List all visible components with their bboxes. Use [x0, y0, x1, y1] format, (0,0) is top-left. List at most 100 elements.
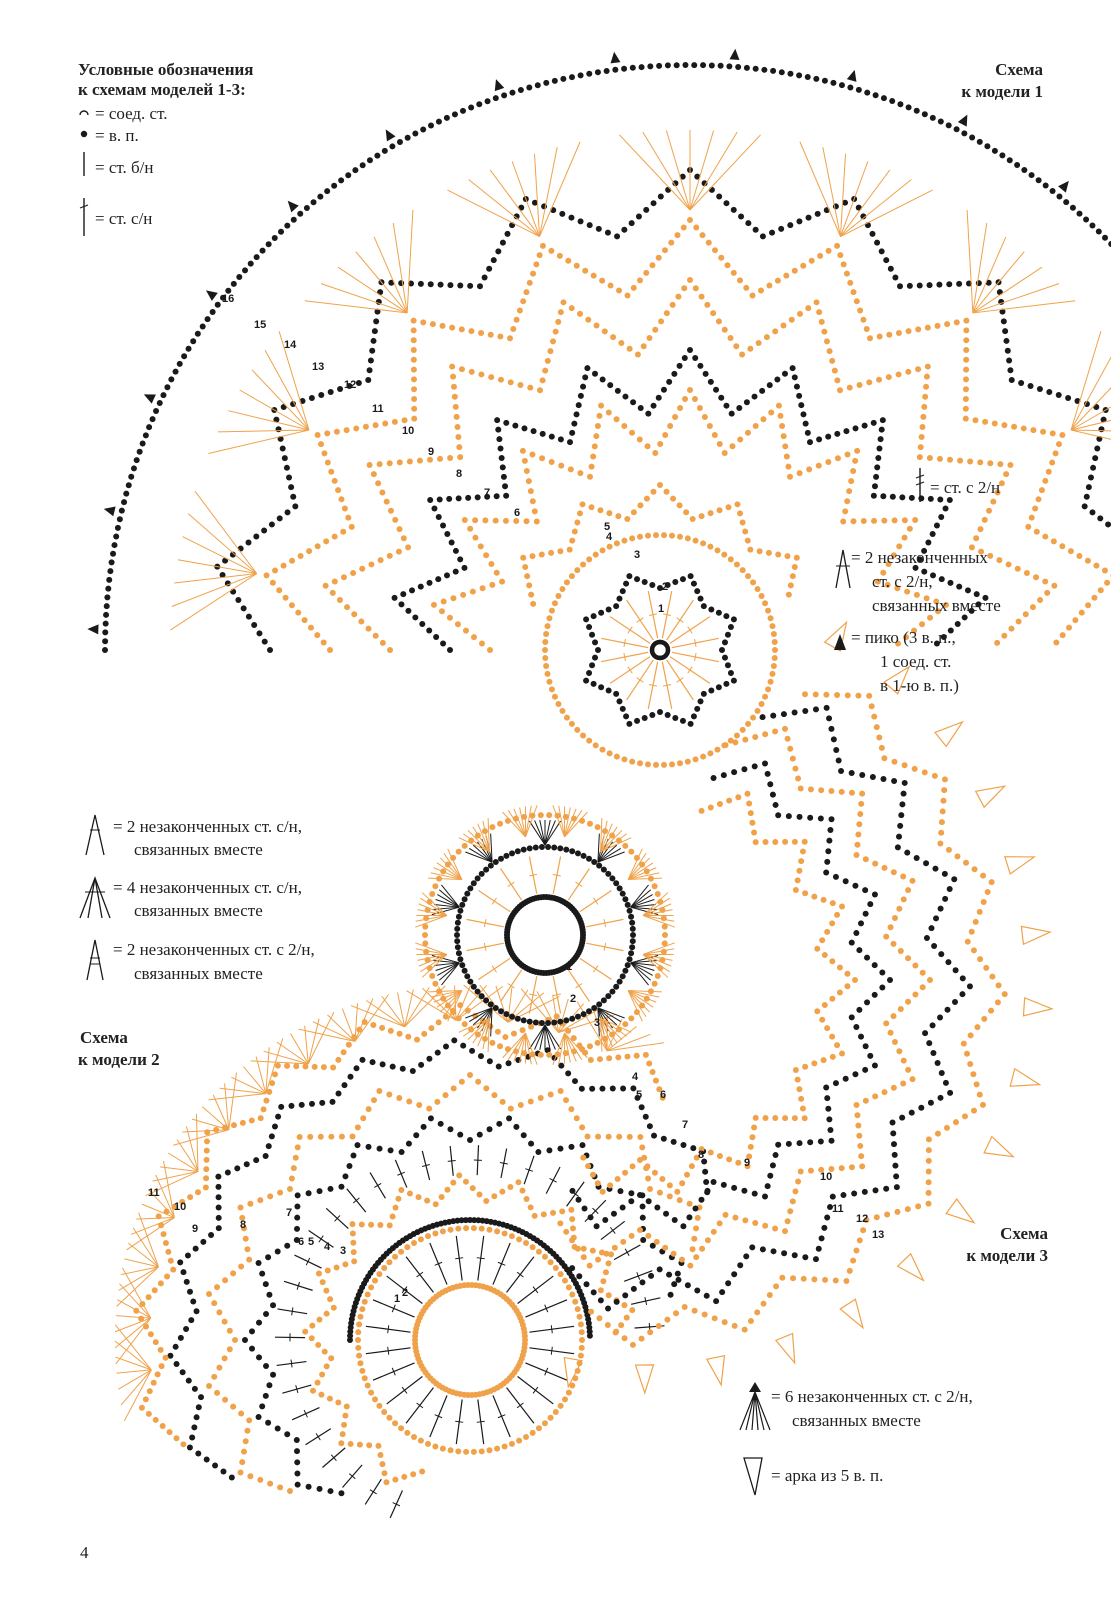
net-4: [941, 870, 948, 877]
ring-7: [228, 1474, 235, 1481]
layer-orange-1: [711, 432, 718, 439]
ring-fans: [544, 820, 551, 846]
net-5: [961, 1113, 968, 1120]
ring-7: [572, 1078, 579, 1085]
layer-orange-3: [340, 528, 347, 535]
layer-black-2: [874, 239, 881, 246]
net-1: [772, 1115, 779, 1122]
layer-black-1: [961, 614, 968, 621]
center-ring-3: [700, 540, 707, 547]
net-5: [860, 1227, 867, 1234]
layer-black-1: [650, 402, 657, 409]
layer-black-1: [584, 365, 591, 372]
net-5: [604, 1321, 611, 1328]
center-ring-2: [715, 609, 722, 616]
outer-fans: [600, 820, 608, 852]
ring-7: [220, 1468, 227, 1475]
layer-orange-2: [372, 632, 379, 639]
layer-black-2: [1087, 474, 1094, 481]
layer-orange-2: [386, 460, 393, 467]
ring-4: [568, 1206, 575, 1213]
arch-mark: [839, 1298, 864, 1330]
net-3: [807, 1167, 814, 1174]
net-3: [732, 739, 739, 746]
layer-orange-2: [646, 334, 653, 341]
ring-3: [594, 824, 601, 831]
layer-black-2: [261, 638, 268, 645]
ring-2: [356, 1352, 363, 1359]
layer-orange-1: [667, 423, 674, 430]
outer-fans: [600, 823, 613, 853]
ring-5: [354, 1142, 361, 1149]
outer-fans: [428, 990, 462, 993]
ring-5: [256, 1354, 263, 1361]
layer-orange-1: [848, 478, 855, 485]
ring-fans: [597, 833, 600, 863]
layer-black-1: [874, 464, 881, 471]
net-3: [628, 1232, 635, 1239]
layer-orange-1: [533, 518, 540, 525]
layer-black-2: [275, 426, 282, 433]
layer-orange-3: [1025, 523, 1032, 530]
ring-2: [417, 1437, 424, 1444]
outer-fans: [304, 1025, 309, 1064]
layer-orange-3: [791, 267, 798, 274]
layer-orange-2: [704, 301, 711, 308]
net-3: [905, 998, 912, 1005]
outer-chain: [176, 360, 183, 367]
outer-chain: [247, 260, 254, 267]
net-2: [825, 848, 832, 855]
net-4: [904, 849, 911, 856]
net-2: [871, 991, 878, 998]
net-1: [746, 800, 753, 807]
ring-2: [478, 1448, 485, 1455]
layer-black-1: [580, 383, 587, 390]
ring-7: [578, 1085, 585, 1092]
net-2: [832, 873, 839, 880]
center-ring-2: [672, 579, 679, 586]
outer-fans: [430, 872, 462, 880]
net-4: [829, 1193, 836, 1200]
legend-tr-cluster6-text-2: связанных вместе: [792, 1411, 921, 1430]
ring-2: [432, 1230, 439, 1237]
ring-7: [630, 1085, 637, 1092]
ring-6: [568, 1106, 575, 1113]
legend-dc-cluster4-text-2: связанных вместе: [134, 901, 263, 920]
outer-fans: [191, 1118, 229, 1131]
ring-7: [418, 1061, 425, 1068]
net-1: [747, 1143, 754, 1150]
ring-2: [508, 1440, 515, 1447]
layer-orange-3: [343, 427, 350, 434]
layer-black-2: [614, 233, 621, 240]
layer-orange-3: [699, 232, 706, 239]
net-4: [938, 1069, 945, 1076]
outer-fans: [141, 1203, 175, 1219]
net-1: [802, 1063, 809, 1070]
outer-fans: [472, 826, 490, 853]
ring-7: [203, 1456, 210, 1463]
net-4: [666, 1271, 673, 1278]
layer-orange-1: [652, 450, 659, 457]
star-ring: [725, 504, 732, 511]
outer-chain: [1028, 172, 1035, 179]
outer-chain: [821, 77, 828, 84]
fan-group: [840, 169, 891, 237]
outer-chain: [656, 62, 663, 69]
ring-4: [328, 1355, 335, 1362]
layer-black-1: [930, 572, 937, 579]
layer-orange-3: [1028, 514, 1035, 521]
ring-7: [505, 1060, 512, 1067]
ring-6: [277, 1484, 284, 1491]
layer-black-1: [548, 433, 555, 440]
ring-4: [515, 1179, 522, 1186]
layer-orange-3: [616, 287, 623, 294]
outer-chain: [864, 89, 871, 96]
outer-fans: [627, 867, 657, 880]
fan-group: [239, 389, 310, 431]
net-4: [818, 1235, 825, 1242]
net-3: [887, 924, 894, 931]
row-number-scheme-1: 6: [514, 507, 520, 519]
row-number-scheme-1: 12: [344, 379, 356, 391]
ring-2: [538, 1019, 545, 1026]
net-3: [662, 1244, 669, 1251]
